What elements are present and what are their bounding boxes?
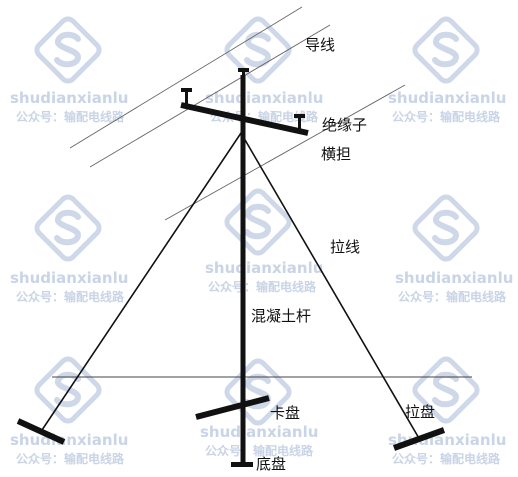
watermark-account: 公众号：输配电线路 xyxy=(392,451,501,466)
chuck-plate xyxy=(195,395,270,420)
watermark-brand: shudianxianlu xyxy=(200,423,318,441)
label-conductor: 导线 xyxy=(305,36,335,54)
insulator-center xyxy=(238,68,249,83)
watermark-account: 公众号：输配电线路 xyxy=(392,109,501,124)
guy-wires xyxy=(41,132,421,441)
label-concrete-pole: 混凝土杆 xyxy=(251,307,311,325)
label-anchor-plate: 拉盘 xyxy=(405,403,435,421)
watermark-brand: shudianxianlu xyxy=(205,89,323,107)
insulator-right xyxy=(294,114,305,130)
watermark-account: 公众号：输配电线路 xyxy=(16,109,125,124)
watermark-texts: shudianxianlu 公众号：输配电线路 shudianxianlu 公众… xyxy=(10,89,513,466)
insulators xyxy=(181,68,305,130)
watermark-brand: shudianxianlu xyxy=(388,89,506,107)
label-base-plate: 底盘 xyxy=(256,455,286,473)
watermark-account: 公众号：输配电线路 xyxy=(208,279,317,294)
watermark-account: 公众号：输配电线路 xyxy=(205,443,314,458)
watermark-brand: shudianxianlu xyxy=(205,259,323,277)
watermark-account: 公众号：输配电线路 xyxy=(398,289,507,304)
watermark-account: 公众号：输配电线路 xyxy=(16,451,125,466)
watermark-brand: shudianxianlu xyxy=(10,89,128,107)
crossarm xyxy=(180,102,309,136)
watermark-brand: shudianxianlu xyxy=(395,269,513,287)
label-crossarm: 横担 xyxy=(321,145,351,163)
watermark-brand: shudianxianlu xyxy=(10,269,128,287)
watermark-logos xyxy=(34,16,480,426)
anchor-plate-left xyxy=(16,418,66,445)
insulator-left xyxy=(181,88,192,104)
label-guy-wire: 拉线 xyxy=(330,238,360,256)
label-chuck-plate: 卡盘 xyxy=(270,404,300,422)
base-plate xyxy=(231,462,253,467)
anchor-plate-right xyxy=(392,427,446,451)
label-insulator: 绝缘子 xyxy=(322,116,367,134)
watermark-brand: shudianxianlu xyxy=(10,431,128,449)
watermark-account: 公众号：输配电线路 xyxy=(16,289,125,304)
conductors xyxy=(69,6,406,221)
